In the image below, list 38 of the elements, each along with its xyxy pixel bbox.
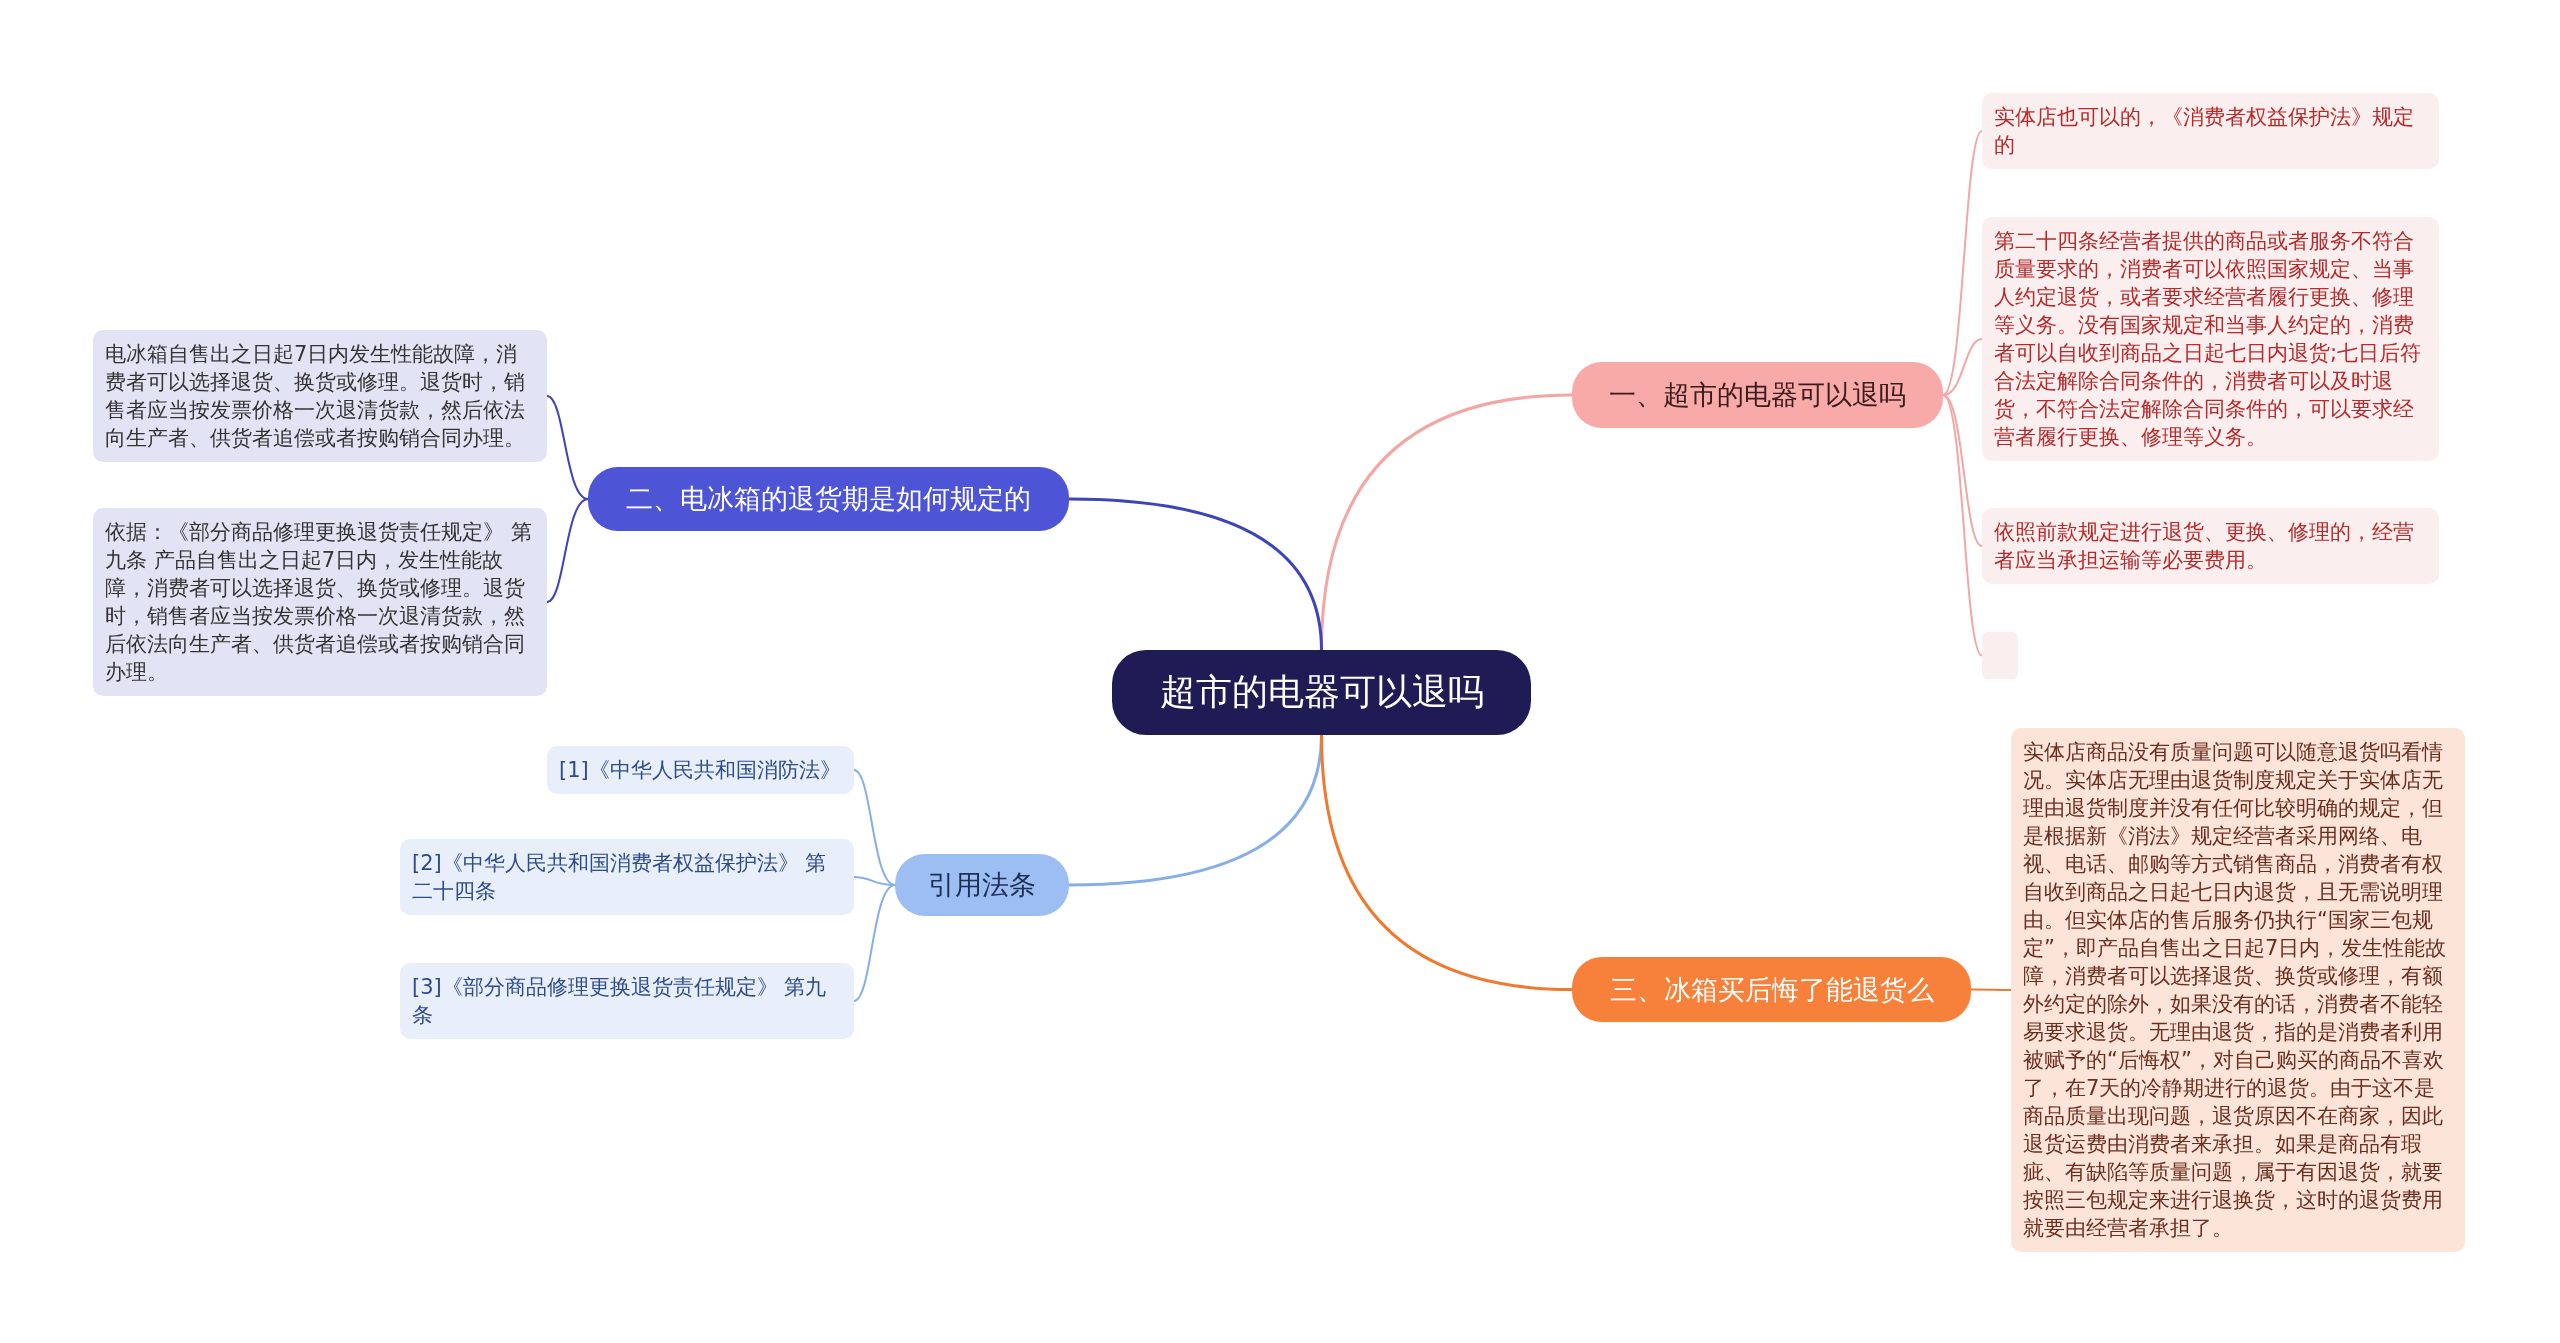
topic-label: 一、超市的电器可以退吗 [1609, 378, 1906, 412]
connector-line [546, 498, 589, 603]
note-box [1982, 508, 2439, 584]
topic-box [1572, 362, 1943, 428]
central-topic [1112, 650, 1531, 735]
connector-line [1942, 394, 1983, 547]
connector-line [1068, 497, 1323, 651]
note-text: [3]《部分商品修理更换退货责任规定》 第九条 [412, 974, 828, 1029]
note-box [93, 508, 547, 696]
note-box [547, 746, 854, 794]
note-text: 实体店商品没有质量问题可以随意退货吗看情况。实体店无理由退货制度规定关于实体店无理由退货制度并没有任何比较明确的规定，但是根据新《消法》规定经营者采用网络、电视、电话、邮购等方式销售商品，消费者有权自收到商品之日起七日内退货，且无需说明理由。但实体店的售后服务仍执行“国家三包规定”，即产品自售出之日起7日内，发生性能故障，消费者可以选择退货、换货或修理，有额外约定的除外，如果没有的话，消费者不能轻易要求退货。无理由退货，指的是消费者利用被赋予的“后悔权”，对自己购买的商品不喜欢了，在7天的冷静期进行的退货。由于这不是商品质量出现问题，退货原因不在商家，因此退货运费由消费者来承担。如果是商品有瑕疵、有缺陷等质量问题，属于有因退货，就要按照三包规定来进行退换货，这时的退货费用就要由经营者承担了。 [2023, 739, 2448, 1242]
topic-box [588, 467, 1069, 531]
note-box [400, 839, 854, 915]
topic-label: 超市的电器可以退吗 [1159, 670, 1484, 714]
note-text: 第二十四条经营者提供的商品或者服务不符合质量要求的，消费者可以依照国家规定、当事人约定退货，或者要求经营者履行更换、修理等义务。没有国家规定和当事人约定的，消费者可以自收到商品之日起七日内退货;七日后符合法定解除合同条件的，消费者可以及时退货，不符合法定解除合同条件的，可以要求经营者履行更换、修理等义务。 [1994, 228, 2423, 451]
note-text: [1]《中华人民共和国消防法》 [559, 757, 842, 784]
note-box [400, 963, 854, 1039]
connector-line [1942, 130, 1983, 396]
connector-line [853, 884, 896, 1002]
topic-label: 三、冰箱买后悔了能退货么 [1609, 972, 1934, 1007]
note-text: [2]《中华人民共和国消费者权益保护法》 第二十四条 [412, 850, 828, 905]
connector-line [853, 769, 896, 886]
note-text: 实体店也可以的，《消费者权益保护法》规定的 [1994, 104, 2415, 159]
topic-label: 引用法条 [928, 868, 1036, 902]
note-text: 依据：《部分商品修理更换退货责任规定》 第九条 产品自售出之日起7日内，发生性能故障，消费者可以选择退货、换货或修理。退货时，销售者应当按发票价格一次退清货款，然后依法向生产者、供货者追偿或者按购销合同办理。 [105, 519, 533, 686]
connector-line [1320, 734, 1573, 991]
topic-box [895, 854, 1069, 916]
empty-box [1982, 632, 2018, 679]
connector-line [1942, 338, 1983, 396]
note-text: 电冰箱自售出之日起7日内发生性能故障，消费者可以选择退货、换货或修理。退货时，销售者应当按发票价格一次退清货款，然后依法向生产者、供货者追偿或者按购销合同办理。 [105, 341, 526, 452]
connector-line [1970, 988, 2012, 991]
connector-line [546, 395, 589, 500]
topic-box [1572, 957, 1971, 1022]
topic-label: 二、电冰箱的退货期是如何规定的 [626, 482, 1031, 516]
note-box [1982, 93, 2439, 169]
note-text: 依照前款规定进行退货、更换、修理的，经营者应当承担运输等必要费用。 [1994, 519, 2415, 574]
note-box [93, 330, 547, 462]
connector-line [1942, 394, 1983, 657]
